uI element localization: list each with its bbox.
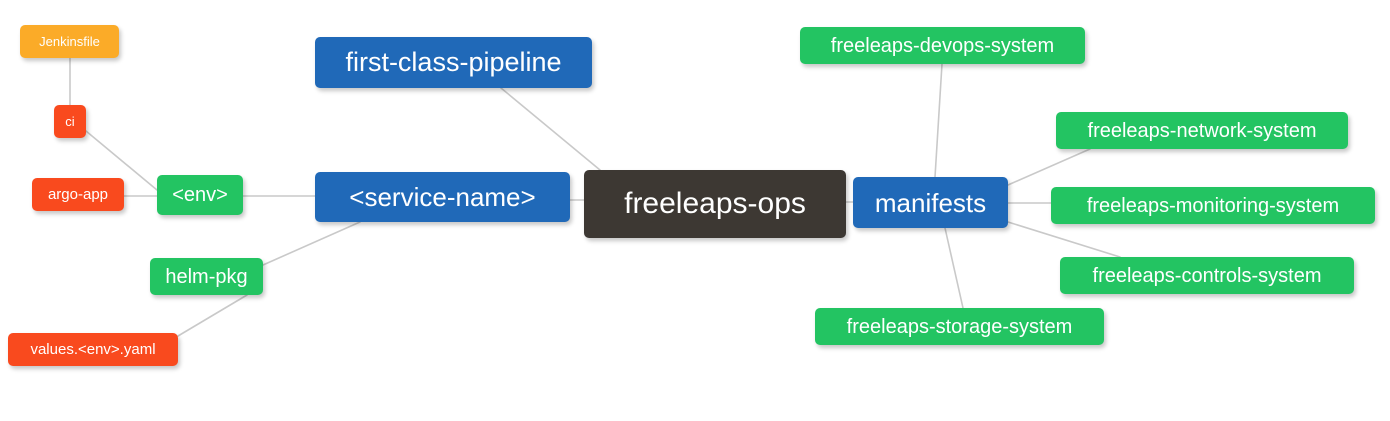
node-label-first-class-pipeline: first-class-pipeline	[345, 47, 562, 77]
node-label-freeleaps-monitoring-system: freeleaps-monitoring-system	[1086, 194, 1340, 217]
node-helm-pkg[interactable]: helm-pkg	[150, 258, 263, 295]
node-freeleaps-network-system[interactable]: freeleaps-network-system	[1056, 112, 1348, 149]
node-label-freeleaps-network-system: freeleaps-network-system	[1087, 119, 1317, 142]
node-jenkinsfile[interactable]: Jenkinsfile	[20, 25, 119, 58]
node-manifests[interactable]: manifests	[853, 177, 1008, 228]
node-ci[interactable]: ci	[54, 105, 86, 138]
node-freeleaps-controls-system[interactable]: freeleaps-controls-system	[1060, 257, 1354, 294]
edge-manifests-to-freeleaps-storage-system	[944, 227, 964, 309]
node-label-freeleaps-storage-system: freeleaps-storage-system	[846, 315, 1073, 338]
edge-manifests-to-freeleaps-devops-system	[934, 63, 943, 178]
node-label-helm-pkg: helm-pkg	[165, 265, 248, 288]
node-freeleaps-ops[interactable]: freeleaps-ops	[584, 170, 846, 238]
node-freeleaps-monitoring-system[interactable]: freeleaps-monitoring-system	[1051, 187, 1375, 224]
edge-values-yaml-to-helm-pkg	[177, 294, 248, 337]
node-label-values-yaml: values.<env>.yaml	[30, 341, 156, 358]
edge-first-class-pipeline-to-freeleaps-ops	[500, 87, 601, 171]
node-label-manifests: manifests	[874, 187, 987, 218]
node-freeleaps-storage-system[interactable]: freeleaps-storage-system	[815, 308, 1104, 345]
edge-helm-pkg-to-service-name	[262, 221, 361, 266]
node-values-yaml[interactable]: values.<env>.yaml	[8, 333, 178, 366]
node-label-ci: ci	[65, 114, 75, 129]
node-label-service-name: <service-name>	[349, 182, 536, 212]
node-label-env: <env>	[172, 184, 228, 206]
node-first-class-pipeline[interactable]: first-class-pipeline	[315, 37, 592, 88]
node-env[interactable]: <env>	[157, 175, 243, 215]
node-argo-app[interactable]: argo-app	[32, 178, 124, 211]
node-label-freeleaps-controls-system: freeleaps-controls-system	[1092, 264, 1322, 287]
edge-manifests-to-freeleaps-network-system	[1007, 148, 1091, 186]
node-label-freeleaps-devops-system: freeleaps-devops-system	[830, 34, 1055, 57]
node-service-name[interactable]: <service-name>	[315, 172, 570, 222]
node-label-jenkinsfile: Jenkinsfile	[39, 34, 100, 49]
node-label-argo-app: argo-app	[47, 186, 109, 203]
node-freeleaps-devops-system[interactable]: freeleaps-devops-system	[800, 27, 1085, 64]
edge-manifests-to-freeleaps-controls-system	[1007, 221, 1121, 258]
node-label-freeleaps-ops: freeleaps-ops	[624, 187, 806, 220]
